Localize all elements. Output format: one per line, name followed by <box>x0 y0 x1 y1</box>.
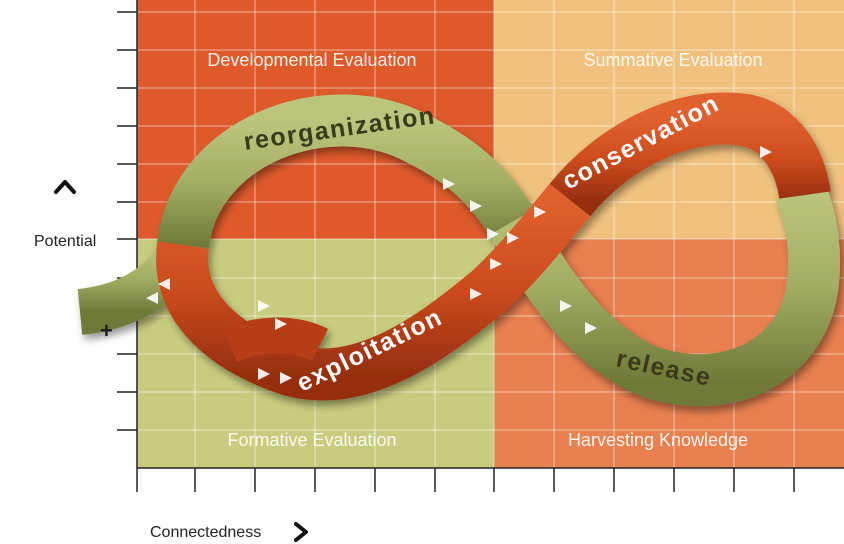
y-axis-label: Potential <box>34 233 96 250</box>
axis-ticks <box>117 11 795 492</box>
arrow-marker <box>258 300 270 312</box>
arrow-marker <box>585 322 597 334</box>
arrow-marker <box>560 300 572 312</box>
arrow-marker <box>507 232 519 244</box>
quadrant-label-summative: Summative Evaluation <box>583 50 762 70</box>
arrow-marker <box>470 288 482 300</box>
quadrant-label-formative: Formative Evaluation <box>227 430 396 450</box>
ribbon-exploitation <box>156 183 590 401</box>
ribbon-reorganization <box>157 94 534 250</box>
axes <box>117 0 844 492</box>
arrow-marker <box>146 292 158 304</box>
quadrant-label-developmental: Developmental Evaluation <box>207 50 416 70</box>
quadrant-label-harvesting: Harvesting Knowledge <box>568 430 748 450</box>
arrow-marker <box>487 228 499 240</box>
arrow-marker <box>275 318 287 330</box>
arrow-marker <box>760 146 772 158</box>
ribbon-fold-flap <box>223 317 329 362</box>
arrow-marker <box>534 206 546 218</box>
arrow-marker <box>490 258 502 270</box>
arrow-marker <box>280 372 292 384</box>
arrow-marker <box>470 200 482 212</box>
arrow-marker <box>258 368 270 380</box>
arrow-marker <box>443 178 455 190</box>
x-axis-label: Connectedness <box>150 524 261 541</box>
chevron-up-icon <box>54 180 76 194</box>
chevron-right-icon <box>294 522 308 542</box>
plus-symbol: + <box>100 318 113 343</box>
ribbon-conservation <box>549 92 831 217</box>
arrow-marker <box>158 278 170 290</box>
ribbon-direction-arrows <box>146 146 772 384</box>
